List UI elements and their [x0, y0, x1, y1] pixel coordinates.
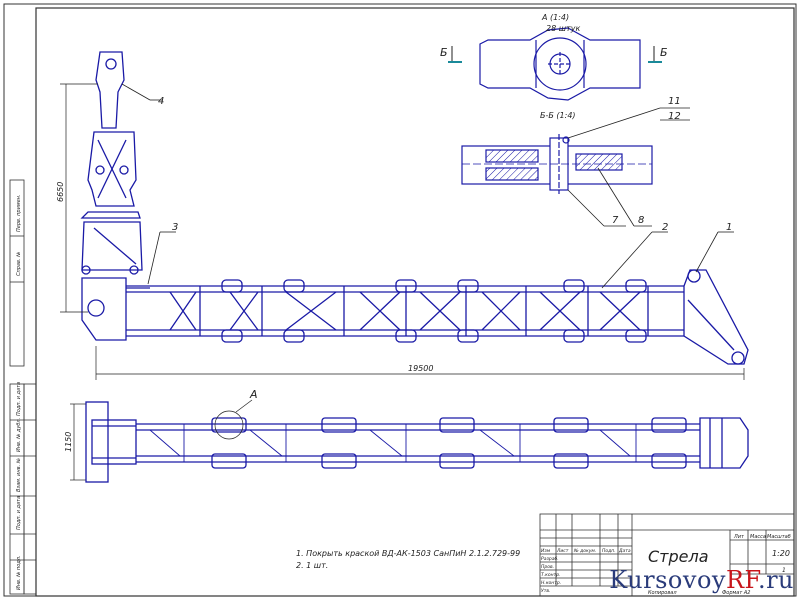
section-bb-leaders [567, 107, 690, 227]
title-copied: Копировал [648, 590, 677, 596]
row-sign: Подп. [602, 548, 616, 554]
callout-7: 7 [612, 215, 619, 226]
title-name: Стрела [648, 547, 709, 566]
side-stamp-column [9, 179, 37, 595]
row-doc: № докум. [573, 548, 596, 554]
row-date: Дата [618, 548, 631, 554]
section-bb-detail [461, 134, 653, 194]
row-tkontr: Т.контр. [541, 572, 561, 578]
side-stamp-labels: Перв. примен. Справ. № Подп. и дата Инв.… [16, 194, 22, 590]
dim-height: 6650 [56, 182, 65, 202]
callout-8: 8 [638, 215, 644, 226]
site-watermark: KursovoyRF.ru [609, 566, 794, 594]
outer-frame [3, 3, 797, 597]
view-a-subtitle: 28 штук [546, 24, 580, 33]
side-stamp-2: Справ. № [16, 252, 22, 276]
callout-a: А [249, 388, 258, 401]
side-stamp-5: Взам. инв. № [16, 458, 22, 492]
row-nkontr: Н.контр. [541, 580, 561, 586]
boom-panels [169, 291, 641, 331]
title-format: Формат А2 [722, 590, 750, 596]
side-stamp-1: Перв. примен. [16, 194, 22, 232]
section-mark-right: Б [660, 46, 668, 59]
callout-12: 12 [668, 111, 681, 122]
callout-a-leader [235, 399, 253, 413]
boom-verticals [199, 286, 649, 336]
side-stamp-7: Инв. № подл. [16, 556, 22, 591]
plan-diagonals [149, 424, 637, 462]
title-scale: 1:20 [772, 549, 790, 558]
dim-width: 1150 [64, 432, 73, 452]
row-utv: Утв. [541, 588, 550, 594]
col-lit: Лит [733, 534, 745, 540]
col-scale: Масштаб [767, 534, 791, 540]
side-stamp-3: Подп. и дата [16, 382, 22, 416]
boom-joints [221, 279, 647, 343]
callout-2: 2 [662, 222, 668, 233]
row-list: Лист [556, 548, 569, 554]
note-line-1: 1. Покрыть краской ВД-АК-1503 СанПиН 2.1… [296, 549, 520, 558]
view-a-title: А (1:4) [541, 13, 569, 22]
row-izm: Изм [541, 548, 551, 554]
dimension-lines [60, 83, 745, 481]
callout-1: 1 [726, 222, 732, 233]
inner-frame [35, 7, 795, 597]
view-a-detail [479, 27, 641, 101]
note-line-2: 2. 1 шт. [296, 561, 328, 570]
section-bb-title: Б-Б (1:4) [540, 111, 576, 120]
watermark-accent: RF [725, 566, 758, 594]
plan-joints [211, 417, 687, 469]
callout-11: 11 [668, 96, 681, 107]
watermark-suffix: .ru [757, 566, 794, 594]
col-mass: Масса [750, 534, 766, 540]
callout-4: 4 [158, 96, 164, 107]
boom-plan [85, 401, 749, 483]
title-sheet: 1 [782, 567, 786, 574]
callout-3: 3 [172, 222, 178, 233]
row-razrab: Разраб. [541, 556, 559, 562]
row-prov: Пров. [541, 564, 554, 570]
elevation-leaders [121, 83, 734, 289]
boom-elevation [80, 51, 749, 365]
side-stamp-4: Инв. № дубл. [16, 418, 22, 452]
watermark-main: Kursovoy [609, 566, 726, 594]
title-block [539, 513, 795, 597]
section-mark-left: Б [440, 46, 448, 59]
side-stamp-6: Подп. и дата [16, 496, 22, 530]
section-arrows [448, 46, 662, 63]
dim-length: 19500 [408, 364, 433, 373]
